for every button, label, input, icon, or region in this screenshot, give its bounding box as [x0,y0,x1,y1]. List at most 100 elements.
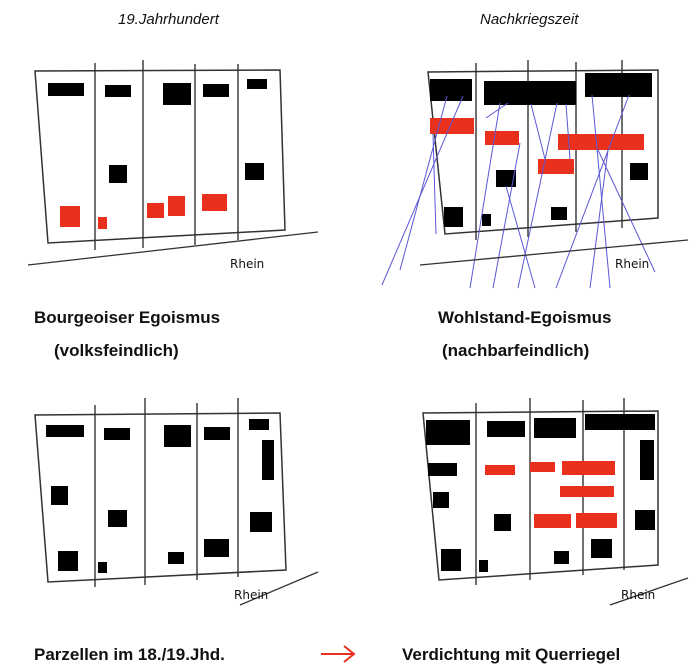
building-block [204,539,229,557]
buildings [430,73,652,227]
highlight-block [202,194,227,211]
building-block [58,551,78,571]
highlight-block [168,196,185,216]
sightline-arrow [505,185,536,289]
panel-19th-century: 19.Jahrhundert Rhein [27,11,319,271]
sightline-arrow [381,95,464,286]
sightline-arrow [589,149,609,289]
building-block [245,163,264,180]
building-block [487,421,525,437]
building-block [163,83,191,105]
block-outline [422,410,659,581]
building-block [426,420,470,445]
red-buildings [430,118,644,174]
panel-parcels: Rhein [34,398,319,606]
building-block [494,514,511,531]
sightline-arrow [597,149,656,273]
panel-densification: Rhein [422,398,689,606]
building-block [247,79,267,89]
block-outline [34,412,287,583]
panel-title: 19.Jahrhundert [118,11,220,28]
river-label: Rhein [621,588,655,602]
caption-densification: Verdichtung mit Querriegel [402,645,620,664]
river-line [27,231,319,266]
building-block [496,170,516,187]
block-outline [34,69,286,244]
building-block [203,84,229,97]
sightline-arrow [591,94,611,289]
river-label: Rhein [234,588,268,602]
parcel-dividers [94,60,239,250]
highlight-block [60,206,80,227]
building-block [444,207,463,227]
building-block [554,551,569,564]
sightline-arrow [492,142,521,289]
building-block [262,440,274,480]
building-block [164,425,191,447]
building-block [585,73,652,97]
river-label: Rhein [230,257,264,271]
sightline-arrow [565,103,571,160]
highlight-block [147,203,164,218]
river-label: Rhein [615,257,649,271]
sightline-arrows [381,94,656,289]
building-block [250,512,272,532]
highlight-block [530,462,555,472]
building-block [204,427,230,440]
block-outline [427,69,659,235]
building-block [591,539,612,558]
sightline-arrow [530,103,546,160]
building-block [630,163,648,180]
building-block [635,510,655,530]
parcel-dividers [94,398,239,587]
building-block [428,463,457,476]
building-block [441,549,461,571]
sightline-arrow [517,102,558,289]
sightline-arrow [469,102,501,289]
building-block [108,510,127,527]
buildings [426,414,655,572]
building-block [534,418,576,438]
highlight-block [430,118,474,134]
highlight-block [576,513,617,528]
buildings [46,419,274,573]
building-block [430,79,472,101]
building-block [168,552,184,564]
sightline-arrow [399,95,448,271]
building-block [249,419,269,430]
panel-postwar: Nachkriegszeit [381,11,689,289]
building-block [48,83,84,96]
red-buildings [485,461,617,528]
river-line [419,239,689,266]
sightline-arrow [485,102,509,119]
highlight-block [98,217,107,229]
red-buildings [60,194,227,229]
building-block [482,214,491,226]
river-line [239,571,319,606]
building-block [98,562,107,573]
highlight-block [560,486,614,497]
river-line [609,577,689,606]
highlight-block [534,514,571,528]
building-block [551,207,567,220]
highlight-block [538,159,574,174]
highlight-block [485,465,515,475]
building-block [105,85,131,97]
highlight-block [485,131,519,145]
caption-wohlstand-line2: (nachbarfeindlich) [442,341,589,360]
sightline-arrow [432,133,437,235]
transition-arrow-icon [321,645,356,663]
highlight-block [558,134,644,150]
highlight-block [562,461,615,475]
building-block [479,560,488,572]
building-block [104,428,130,440]
building-block [109,165,127,183]
caption-bourgeois-line1: Bourgeoiser Egoismus [34,308,220,327]
building-block [585,414,655,430]
building-block [433,492,449,508]
caption-bourgeois-line2: (volksfeindlich) [54,341,179,360]
buildings [48,79,267,183]
building-block [640,440,654,480]
sightline-arrow [555,94,630,289]
